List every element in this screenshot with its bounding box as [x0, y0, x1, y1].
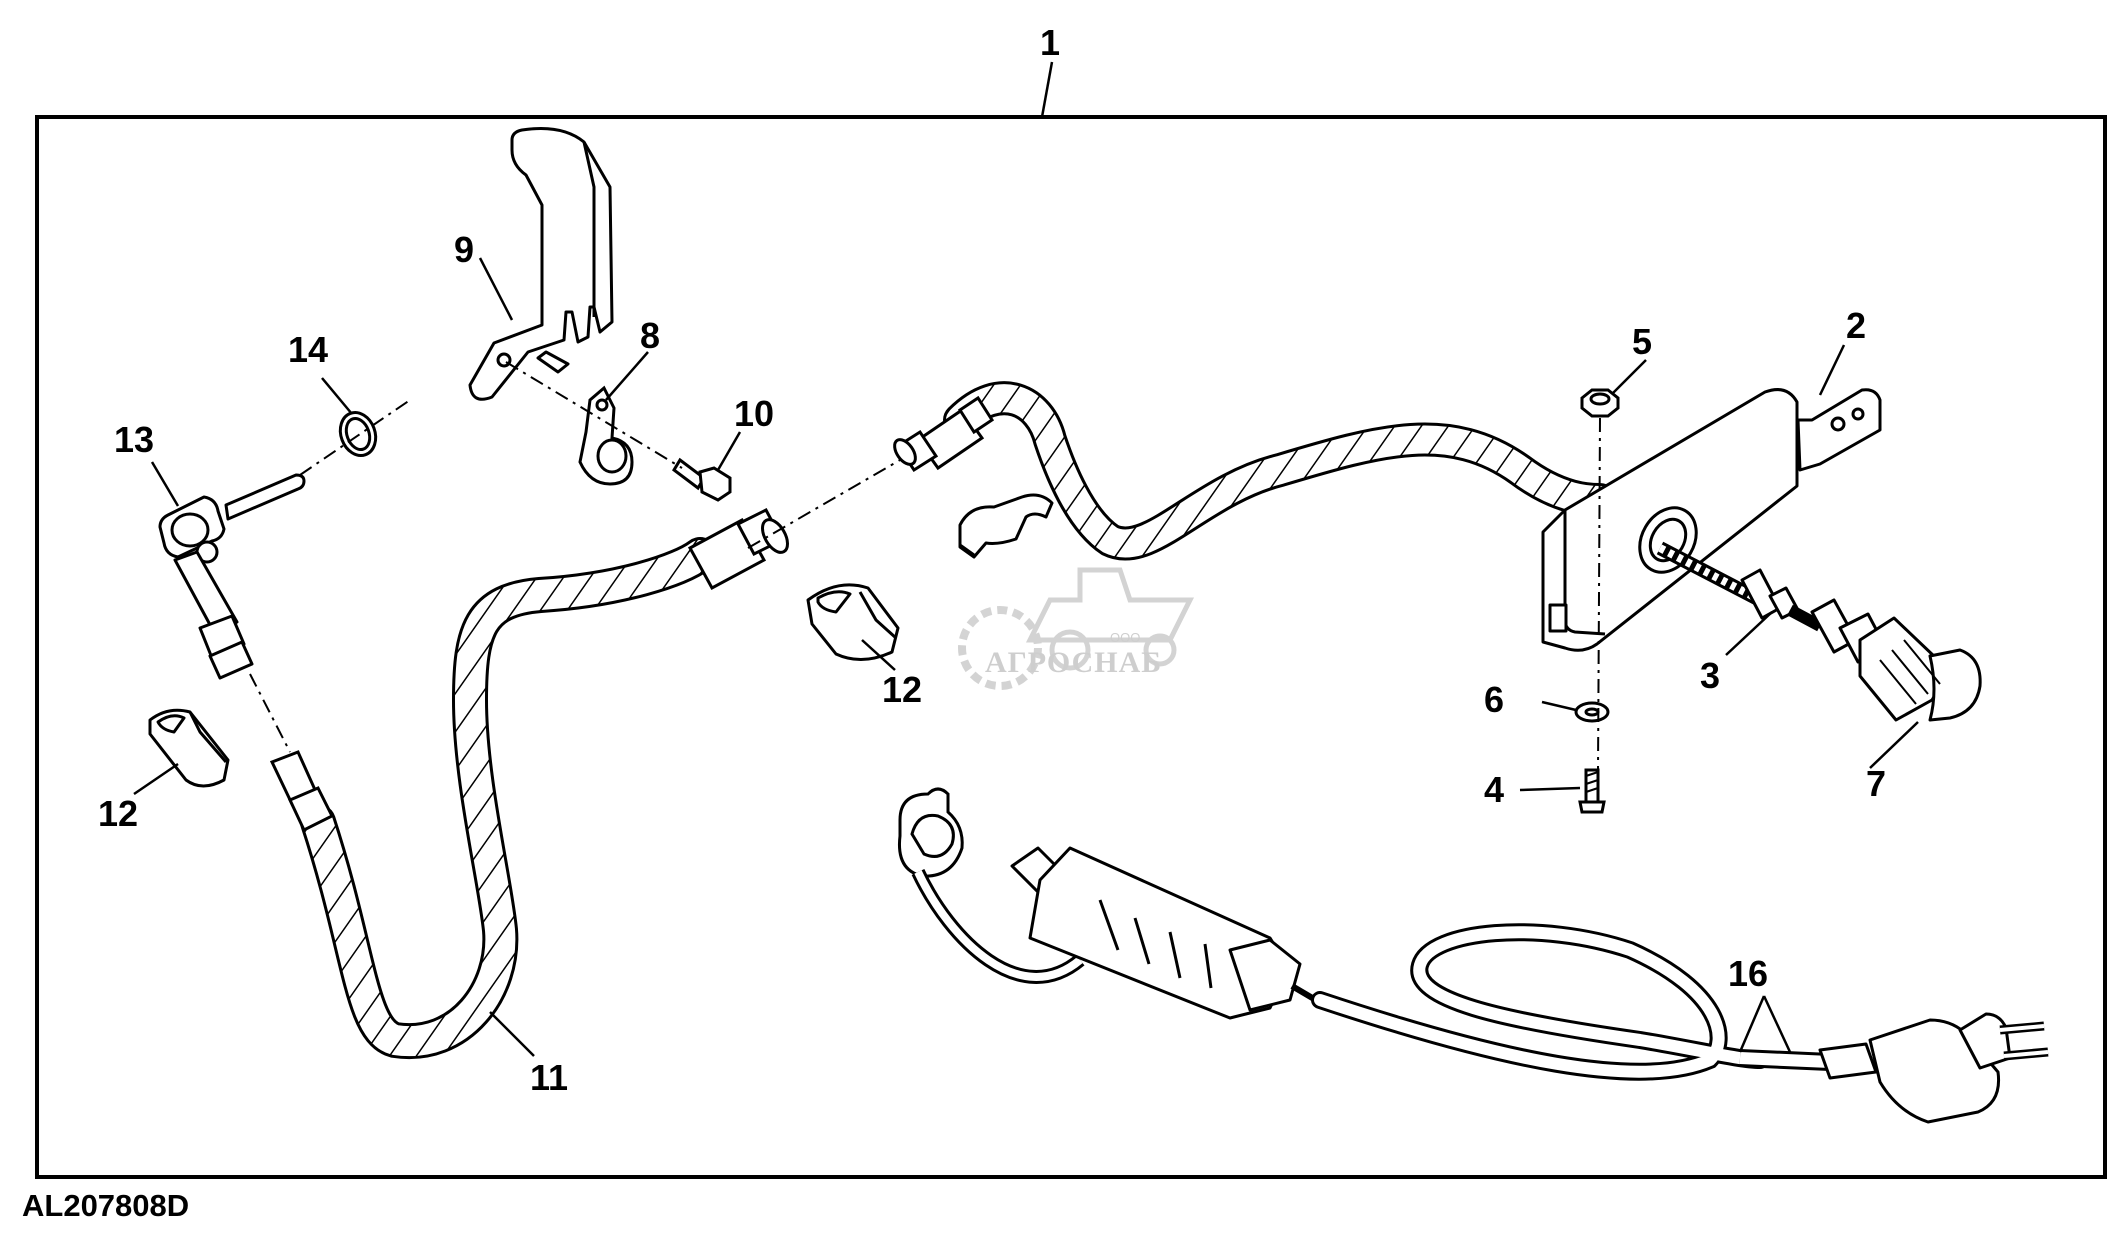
screw-part — [1578, 768, 1606, 814]
bracket-part — [468, 127, 614, 401]
leader-lines — [133, 257, 1919, 1057]
kit-frame — [35, 115, 2107, 1179]
callout-10: 10 — [734, 393, 774, 434]
hose-clip-part — [958, 493, 1054, 559]
callout-16: 16 — [1728, 953, 1768, 994]
callout-8: 8 — [640, 315, 660, 356]
callout-4: 4 — [1484, 769, 1504, 810]
retainer-middle-part — [806, 583, 900, 661]
cord-connector-part — [1010, 846, 1328, 1020]
retainer-left-part — [148, 708, 230, 788]
watermark-prefix: ООО — [1110, 630, 1140, 645]
callout-6: 6 — [1484, 679, 1504, 720]
callout-13: 13 — [114, 419, 154, 460]
heater-element-part — [158, 473, 306, 680]
callout-9: 9 — [454, 229, 474, 270]
callout-7: 7 — [1866, 763, 1886, 804]
socket-assembly-part — [1656, 541, 1982, 722]
o-ring-part — [338, 411, 378, 457]
leader-1 — [1040, 61, 1054, 118]
hose-upper-fitting — [893, 395, 995, 473]
callout-11: 11 — [530, 1057, 568, 1098]
callout-5: 5 — [1632, 321, 1652, 362]
callout-14: 14 — [288, 329, 328, 370]
watermark-logo: ООО АГРОСНАБ — [958, 567, 1195, 690]
figure-id: AL207808D — [22, 1188, 190, 1223]
callout-1: 1 — [1040, 22, 1060, 63]
hose-11-fittings — [269, 508, 789, 833]
callout-12-left: 12 — [98, 793, 138, 834]
nut-part — [1580, 388, 1620, 418]
assembly-centerlines — [249, 361, 1601, 771]
power-plug-part — [1818, 1012, 2049, 1124]
cap-strap-part — [897, 787, 1085, 984]
watermark-name: АГРОСНАБ — [985, 646, 1162, 679]
callout-2: 2 — [1846, 305, 1866, 346]
washer-part — [1574, 701, 1610, 723]
callout-12-middle: 12 — [882, 669, 922, 710]
clamp-part — [578, 385, 634, 486]
callout-3: 3 — [1700, 655, 1720, 696]
mounting-plate-part — [1541, 388, 1882, 652]
